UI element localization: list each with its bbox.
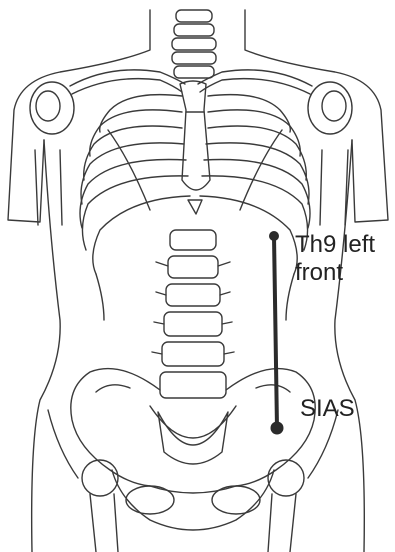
clavicles <box>70 70 312 94</box>
upper-landmark-label: Th9 left front <box>295 231 391 287</box>
upper-landmark-marker <box>270 232 279 241</box>
pelvis <box>71 369 315 530</box>
sternum <box>180 81 210 214</box>
lumbar-spine <box>152 230 234 398</box>
measurement-line <box>270 232 284 435</box>
shoulder-joints <box>30 82 352 225</box>
lower-landmark-marker <box>271 422 283 434</box>
cervical-spine <box>172 10 216 78</box>
lower-landmark-label: SIAS <box>300 395 355 423</box>
